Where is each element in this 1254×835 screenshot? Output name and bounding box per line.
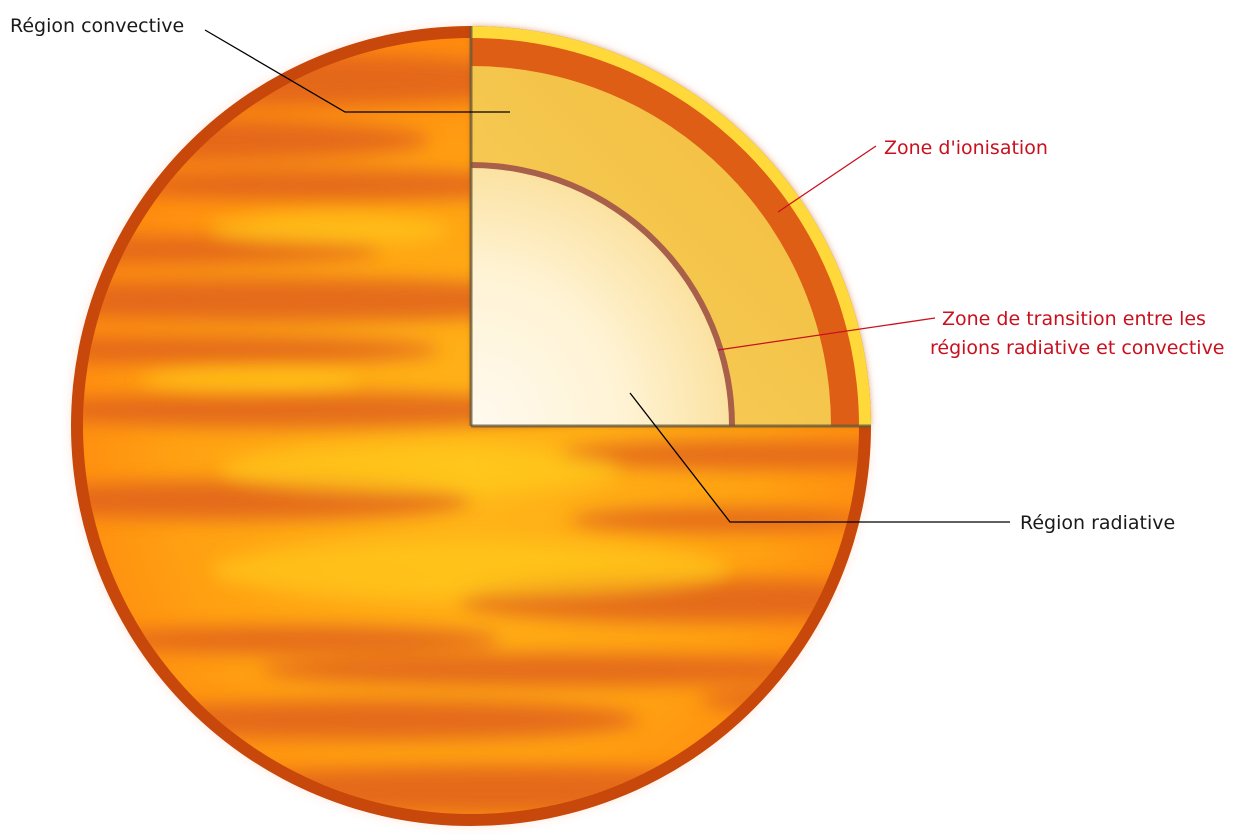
leader-radiative <box>629 392 1010 523</box>
label-transition-zone-line1: Zone de transition entre les <box>942 308 1206 330</box>
label-convective-region: Région convective <box>10 15 184 37</box>
leader-convective <box>204 29 510 113</box>
radiative-region <box>471 168 729 426</box>
label-ionisation-zone: Zone d'ionisation <box>884 137 1048 159</box>
leader-transition <box>717 317 936 351</box>
cutaway-quadrant <box>469 26 871 428</box>
label-radiative-region: Région radiative <box>1020 512 1175 534</box>
leader-ionisation <box>777 145 877 213</box>
label-transition-zone-line2: régions radiative et convective <box>930 337 1225 359</box>
convection-bands <box>83 54 859 814</box>
